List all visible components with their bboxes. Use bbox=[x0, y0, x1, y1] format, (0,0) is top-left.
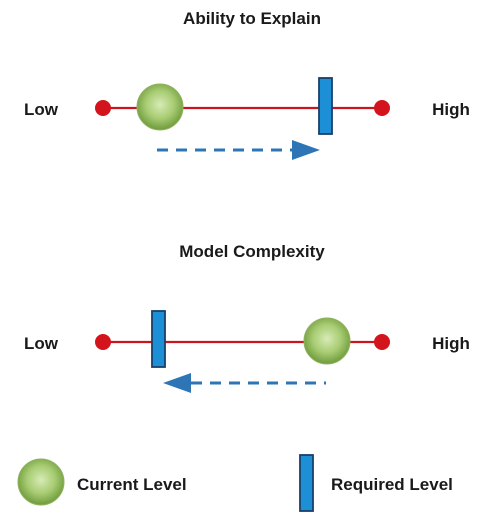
scale-high-endpoint bbox=[374, 100, 390, 116]
legend-current-level-label: Current Level bbox=[77, 475, 187, 494]
scale-low-label: Low bbox=[24, 100, 59, 119]
legend-required-level-swatch bbox=[299, 454, 314, 512]
required-level-marker bbox=[151, 310, 166, 368]
current-level-marker bbox=[303, 317, 351, 365]
scale-low-label: Low bbox=[24, 334, 59, 353]
scale-high-endpoint bbox=[374, 334, 390, 350]
required-level-marker bbox=[318, 77, 333, 135]
section-model-complexity: Model Complexity Low High bbox=[24, 242, 470, 393]
section-title: Ability to Explain bbox=[183, 9, 321, 28]
legend: Current Level Required Level bbox=[17, 454, 453, 512]
scale-low-endpoint bbox=[95, 334, 111, 350]
section-title: Model Complexity bbox=[179, 242, 325, 261]
legend-required-level-label: Required Level bbox=[331, 475, 453, 494]
direction-arrow-head-left bbox=[163, 373, 191, 393]
direction-arrow-head-right bbox=[292, 140, 320, 160]
legend-current-level-swatch bbox=[17, 458, 65, 506]
scale-high-label: High bbox=[432, 334, 470, 353]
current-level-marker bbox=[136, 83, 184, 131]
scale-high-label: High bbox=[432, 100, 470, 119]
section-ability-to-explain: Ability to Explain Low High bbox=[24, 9, 470, 160]
scale-low-endpoint bbox=[95, 100, 111, 116]
